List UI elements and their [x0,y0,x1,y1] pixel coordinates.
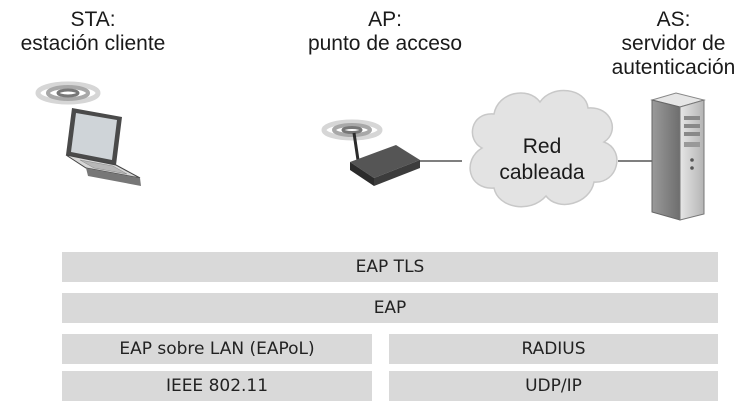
laptop-icon [65,108,141,186]
ap-name: punto de acceso [307,32,463,55]
laptop-wifi-icon [35,81,101,105]
auth-server-label: AS: servidor de autenticación [600,8,747,80]
stack-eap: EAP [62,293,718,323]
network-diagram: Red cableada [35,81,706,221]
cloud-label-line2: cableada [499,161,585,184]
stack-radius-label: RADIUS [521,339,586,359]
stack-udpip-label: UDP/IP [525,376,582,396]
server-icon [650,92,706,221]
access-point-label: AP: punto de acceso [280,8,490,56]
as-abbrev: AS: [656,8,691,31]
stack-radius: RADIUS [389,334,718,364]
stack-udp-ip: UDP/IP [389,371,718,401]
stack-ieee-80211: IEEE 802.11 [62,371,372,401]
cloud-label-line1: Red [523,135,562,158]
stack-eap-tls: EAP TLS [62,252,718,282]
stack-eapol-label: EAP sobre LAN (EAPoL) [119,339,315,359]
stack-eap-label: EAP [373,298,407,318]
ap-wifi-icon [321,119,383,141]
stack-eap-tls-label: EAP TLS [355,257,425,277]
stack-ieee-label: IEEE 802.11 [165,376,269,396]
station-name: estación cliente [20,32,166,55]
as-name-line1: servidor de [621,32,726,55]
access-point-icon [350,132,420,186]
ap-abbrev: AP: [368,8,402,31]
station-label: STA: estación cliente [0,8,186,56]
stack-eapol: EAP sobre LAN (EAPoL) [62,334,372,364]
as-name-line2: autenticación [611,56,736,79]
wired-network-cloud-icon [469,89,618,208]
station-abbrev: STA: [70,8,116,31]
